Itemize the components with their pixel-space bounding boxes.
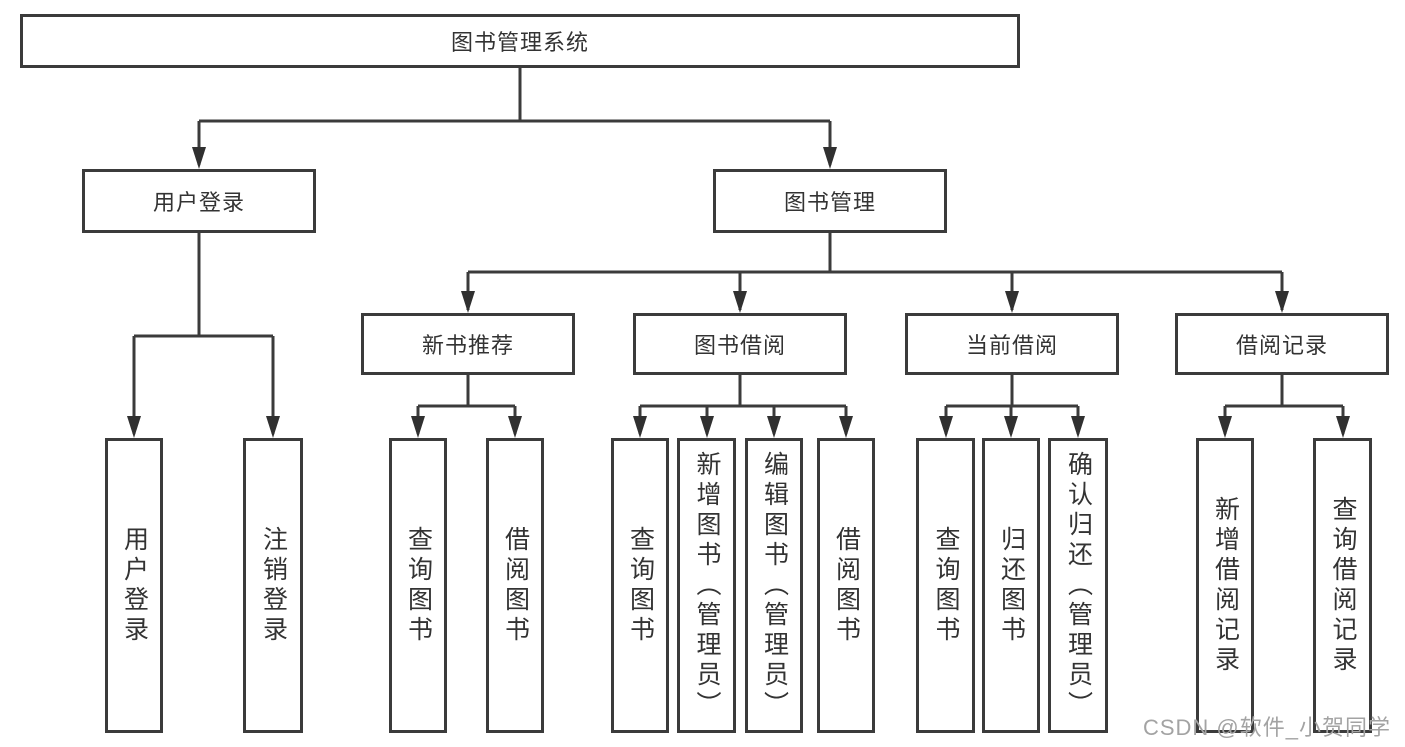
node-label: 新增借阅记录	[1211, 495, 1240, 676]
node-leaf-borrow-books-2: 借阅图书	[817, 438, 875, 733]
node-label: 当前借阅	[965, 333, 1058, 358]
node-current-borrowing: 当前借阅	[905, 313, 1119, 375]
node-leaf-logout: 注销登录	[243, 438, 303, 733]
arrowheads	[127, 147, 1350, 438]
node-label: 注销登录	[259, 525, 288, 646]
node-leaf-add-book-admin: 新增图书（管理员）	[677, 438, 736, 733]
node-label: 用户登录	[120, 525, 149, 646]
node-leaf-edit-book-admin: 编辑图书（管理员）	[745, 438, 803, 733]
node-leaf-user-login: 用户登录	[105, 438, 163, 733]
node-leaf-query-books-1: 查询图书	[389, 438, 447, 733]
node-label: 新书推荐	[421, 333, 514, 358]
node-leaf-confirm-return-admin: 确认归还（管理员）	[1048, 438, 1108, 733]
node-leaf-query-books-3: 查询图书	[916, 438, 975, 733]
node-label: 归还图书	[997, 525, 1026, 646]
node-borrowing-records: 借阅记录	[1175, 313, 1389, 375]
node-label: 查询借阅记录	[1329, 495, 1357, 676]
node-leaf-add-borrow-record: 新增借阅记录	[1196, 438, 1254, 733]
node-label: 图书管理	[783, 190, 876, 215]
node-book-borrowing: 图书借阅	[633, 313, 847, 375]
node-label: 借阅记录	[1235, 333, 1328, 358]
node-label: 用户登录	[152, 190, 245, 215]
node-label: 查询图书	[404, 525, 433, 646]
node-leaf-query-books-2: 查询图书	[611, 438, 669, 733]
node-new-book-recommendation: 新书推荐	[361, 313, 575, 375]
node-label: 确认归还（管理员）	[1064, 450, 1093, 721]
node-leaf-query-borrow-record: 查询借阅记录	[1313, 438, 1372, 733]
node-book-management-module: 图书管理	[713, 169, 947, 233]
csdn-watermark: CSDN @软件_小贺同学	[1142, 715, 1391, 740]
node-label: 借阅图书	[501, 525, 530, 646]
node-label: 借阅图书	[832, 525, 861, 646]
node-user-login-module: 用户登录	[82, 169, 316, 233]
node-label: 查询图书	[932, 525, 960, 646]
node-leaf-borrow-books-1: 借阅图书	[486, 438, 544, 733]
node-root-system: 图书管理系统	[20, 14, 1020, 68]
node-label: 图书管理系统	[450, 30, 589, 55]
node-label: 新增图书（管理员）	[693, 450, 721, 721]
node-leaf-return-book: 归还图书	[982, 438, 1040, 733]
node-label: 查询图书	[626, 525, 655, 646]
node-label: 图书借阅	[693, 333, 786, 358]
node-label: 编辑图书（管理员）	[760, 450, 789, 721]
